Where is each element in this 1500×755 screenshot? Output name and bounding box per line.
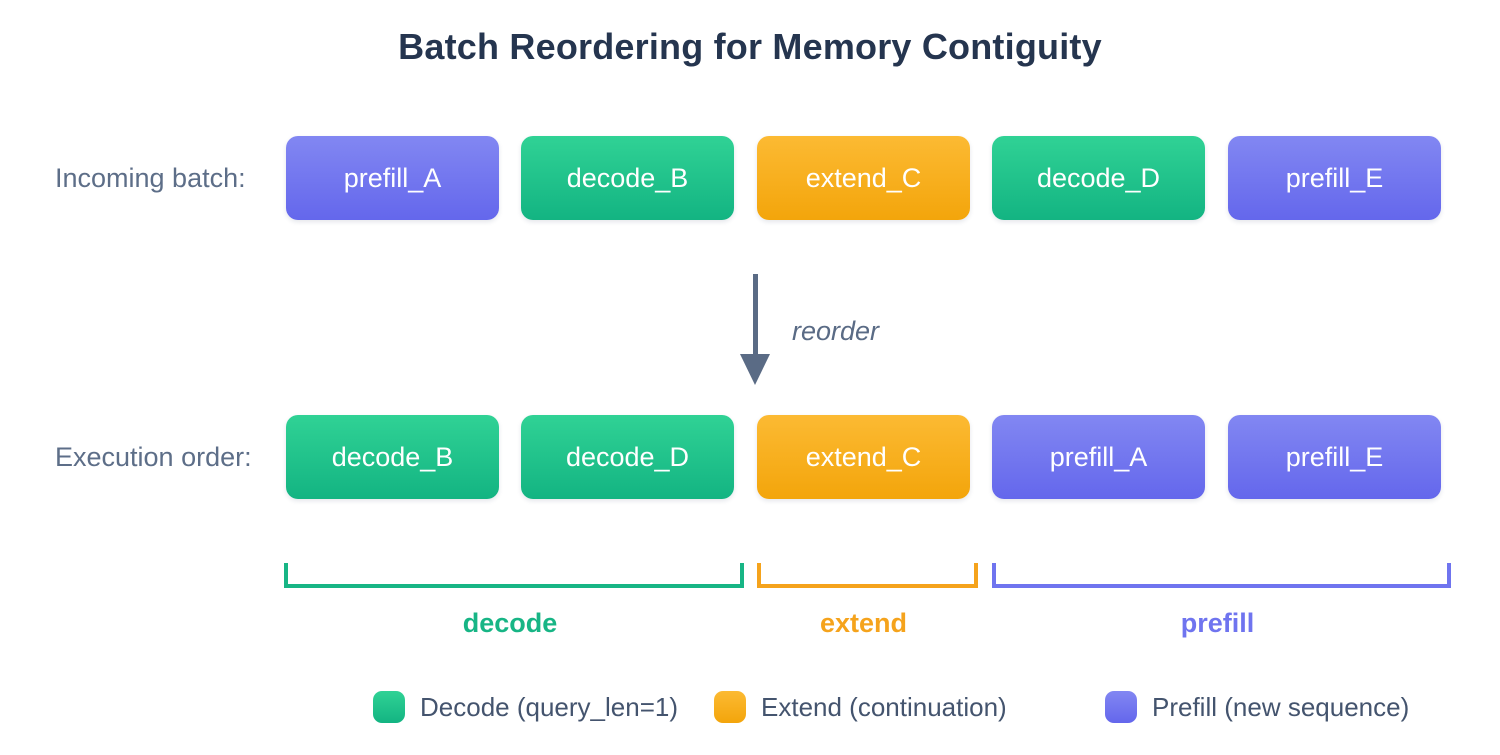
prefill-swatch-icon: [1105, 691, 1137, 723]
decode-group-label: decode: [462, 608, 558, 638]
box-label: prefill_A: [1049, 441, 1148, 472]
legend-item-extend: Extend (continuation): [714, 691, 1007, 723]
box-label: extend_C: [805, 441, 922, 472]
box-label: decode_B: [566, 162, 689, 193]
legend-label-decode: Decode (query_len=1): [420, 691, 678, 722]
incoming-box-decode-b: decode_B: [521, 136, 734, 220]
box-label: decode_D: [1036, 162, 1161, 193]
execution-box-extend-c: extend_C: [757, 415, 970, 499]
page-title: Batch Reordering for Memory Contiguity: [398, 26, 1102, 67]
box-label: prefill_E: [1285, 162, 1384, 193]
reorder-label: reorder: [792, 316, 880, 346]
execution-box-prefill-a: prefill_A: [992, 415, 1205, 499]
legend-item-decode: Decode (query_len=1): [373, 691, 678, 723]
legend-label-prefill: Prefill (new sequence): [1152, 691, 1410, 722]
prefill-group-bracket: [992, 563, 1451, 588]
extend-swatch-icon: [714, 691, 746, 723]
execution-order-label: Execution order:: [55, 442, 252, 472]
decode-group-bracket: [284, 563, 744, 588]
incoming-box-prefill-e: prefill_E: [1228, 136, 1441, 220]
box-label: decode_B: [331, 441, 454, 472]
incoming-box-extend-c: extend_C: [757, 136, 970, 220]
incoming-box-decode-d: decode_D: [992, 136, 1205, 220]
legend-item-prefill: Prefill (new sequence): [1105, 691, 1409, 723]
incoming-batch-label: Incoming batch:: [55, 163, 246, 193]
execution-box-decode-b: decode_B: [286, 415, 499, 499]
box-label: extend_C: [805, 162, 922, 193]
down-arrow-icon: [753, 274, 758, 356]
legend-label-extend: Extend (continuation): [761, 691, 1007, 722]
decode-swatch-icon: [373, 691, 405, 723]
down-arrowhead-icon: [740, 354, 770, 385]
execution-box-prefill-e: prefill_E: [1228, 415, 1441, 499]
box-label: decode_D: [565, 441, 690, 472]
box-label: prefill_E: [1285, 441, 1384, 472]
box-label: prefill_A: [343, 162, 442, 193]
extend-group-label: extend: [819, 608, 908, 638]
execution-box-decode-d: decode_D: [521, 415, 734, 499]
incoming-box-prefill-a: prefill_A: [286, 136, 499, 220]
extend-group-bracket: [757, 563, 978, 588]
prefill-group-label: prefill: [1180, 608, 1255, 638]
